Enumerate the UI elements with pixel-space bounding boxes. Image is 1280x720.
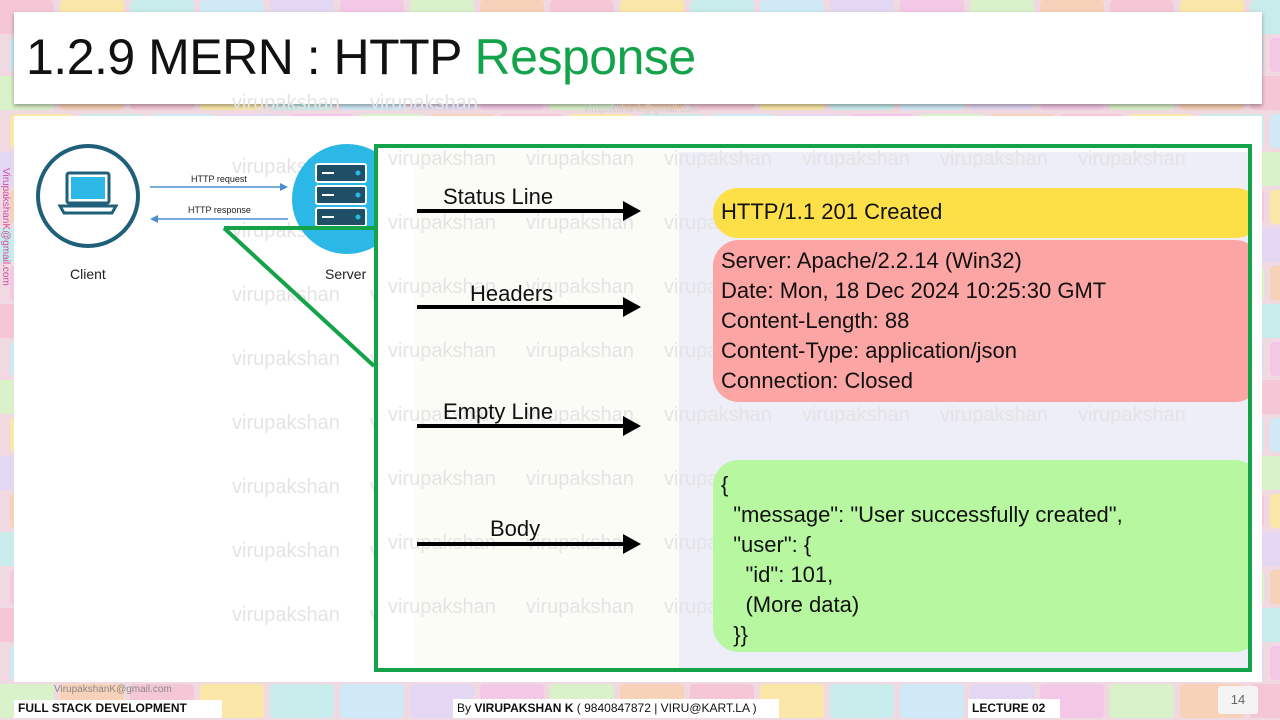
title-accent: Response [474,29,697,85]
watermark-text: virupakshan [388,212,496,234]
watermark-text: virupakshan [940,404,1048,426]
watermark-text: virupakshan [232,476,340,498]
background-tile [1270,342,1280,376]
part-arrows [417,201,641,554]
header-line: Content-Length: 88 [721,308,910,333]
body-line: "user": { [721,532,812,557]
watermark-text: virupakshan [664,404,772,426]
body-line: (More data) [721,592,860,617]
watermark-text: virupakshan [232,412,340,434]
watermark-text: virupakshan [388,340,496,362]
body-box: { "message": "User successfully created"… [713,460,1248,652]
background-tile [1270,494,1280,528]
watermark-text: virupakshan [802,404,910,426]
author-credit: By VIRUPAKSHAN K ( 9840847872 | VIRU@KAR… [453,699,779,718]
empty-line-label: Empty Line [443,399,554,424]
client-label: Client [70,266,106,282]
watermark-text: virupakshan [940,148,1048,170]
headers-label: Headers [470,281,554,306]
title-prefix: 1.2.9 MERN : HTTP [26,29,475,85]
headers-box: Server: Apache/2.2.14 (Win32) Date: Mon, … [713,240,1248,402]
server-label: Server [325,266,367,282]
footer-email: VirupakshanK@gmail.com [54,684,172,695]
watermark-text: virupakshan [370,92,478,114]
course-name: FULL STACK DEVELOPMENT [14,700,222,718]
body-line: { [721,472,729,497]
http-response-zoom: virupakshan virupakshan virupakshan virupak… [374,144,1252,672]
header-line: Content-Type: application/json [721,338,1017,363]
title-bar: 1.2.9 MERN : HTTP Response [14,12,1262,104]
author-name: VIRUPAKSHAN K [474,701,574,715]
background-tile [270,684,334,718]
response-panel: virupakshan virupakshan virupakshan virupak… [388,148,1248,668]
watermark-text: virupakshan [388,468,496,490]
watermark-text: virupakshan [388,276,496,298]
slide-title: 1.2.9 MERN : HTTP Response [26,28,696,86]
by-prefix: By [457,701,475,715]
status-line-label: Status Line [443,184,554,209]
watermark-text: virupakshan [388,148,496,170]
watermark-text: virupakshan [802,148,910,170]
watermark-text: virupakshan [526,340,634,362]
body-line: "message": "User successfully created", [721,502,1123,527]
watermark-text: virupakshan [664,148,772,170]
watermark-text: virupakshan [232,284,340,306]
watermark-text: virupakshan [232,540,340,562]
background-tile [1270,38,1280,72]
server-rack-icon [315,163,367,227]
body-line: "id": 101, [721,562,834,587]
watermark-text: virupakshan [1078,404,1186,426]
watermark-text: virupakshan [526,212,634,234]
background-tile [1110,684,1174,718]
status-line-box: HTTP/1.1 201 Created [713,188,1248,238]
background-tile [1270,190,1280,224]
header-line: Server: Apache/2.2.14 (Win32) [721,248,1022,273]
watermark-text: virupakshan [1078,148,1186,170]
watermark-text: virupakshan [526,596,634,618]
watermark-text: virupakshan [526,468,634,490]
watermark-text: virupakshan [232,348,340,370]
client-circle [36,144,140,248]
watermark-text: virupakshan [388,404,496,426]
background-tile [340,684,404,718]
background-tile [1270,418,1280,452]
watermark-text: virupakshan [388,596,496,618]
watermark-text: virupakshan [526,148,634,170]
http-request-label: HTTP request [191,174,247,184]
author-contact: ( 9840847872 | VIRU@KART.LA ) [573,701,757,715]
watermark-text: virupakshan [526,404,634,426]
background-tile [830,684,894,718]
slide-footer: VirupakshanK@gmail.com FULL STACK DEVELO… [0,682,1280,720]
body-line: }} [721,622,748,647]
laptop-icon [57,171,119,215]
background-tile [1270,646,1280,680]
body-label: Body [490,516,541,541]
side-email-watermark: VirupakshanK@gmail.com [0,168,11,286]
background-tile [1270,266,1280,300]
lecture-label: LECTURE 02 [968,699,1060,718]
watermark-text: virupakshan [526,276,634,298]
top-email-watermark: virupakshank@gmail.com [584,104,699,115]
watermark-text: virupakshan [232,92,340,114]
page-number: 14 [1218,686,1258,714]
header-line: Connection: Closed [721,368,914,393]
watermark-text: virupakshan [232,604,340,626]
status-line-text: HTTP/1.1 201 Created [721,199,943,224]
http-arrows [150,183,288,223]
background-tile [1270,114,1280,148]
background-tile [1270,570,1280,604]
background-tile [900,684,964,718]
header-line: Date: Mon, 18 Dec 2024 10:25:30 GMT [721,278,1107,303]
http-response-label: HTTP response [188,205,251,215]
